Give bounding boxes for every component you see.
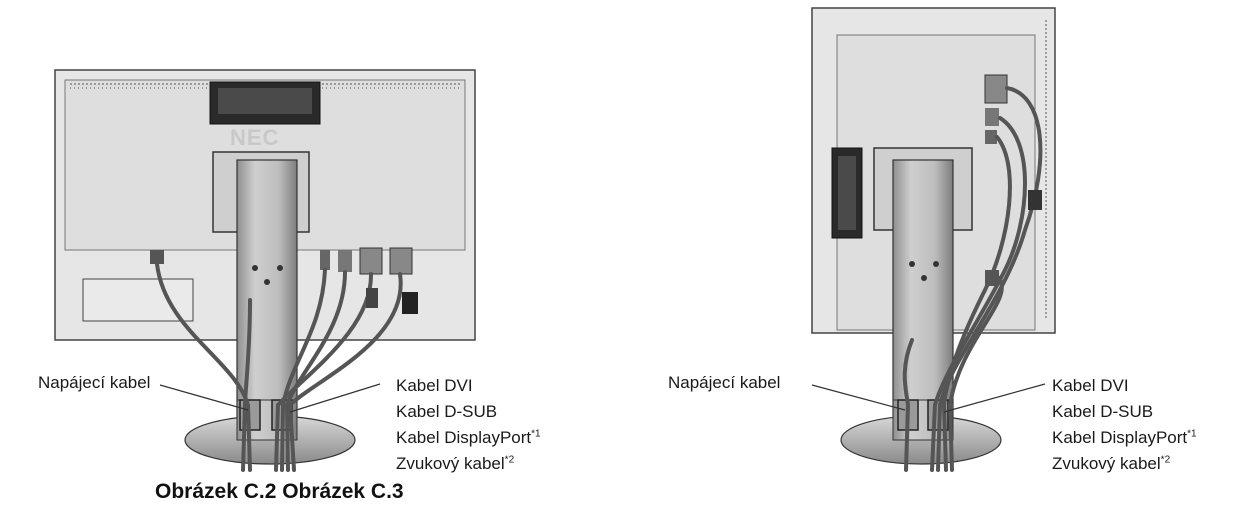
leader-line-power: [160, 385, 248, 410]
figure-c3-drawing: [812, 8, 1055, 470]
cable-label-left-dvi: Kabel DVI: [396, 374, 473, 398]
cable-label-left-dsub: Kabel D-SUB: [396, 400, 497, 424]
cable-label-left-displayport: Kabel DisplayPort*1: [396, 426, 541, 450]
nec-logo: NEC: [230, 126, 279, 150]
cable-label-right-dsub: Kabel D-SUB: [1052, 400, 1153, 424]
cable-label-left-audio: Zvukový kabel*2: [396, 452, 514, 476]
cable-label-right-displayport: Kabel DisplayPort*1: [1052, 426, 1197, 450]
leader-line-signal: [290, 384, 380, 412]
power-cable-label-right: Napájecí kabel: [668, 371, 780, 395]
figure-caption: Obrázek C.2 Obrázek C.3: [155, 480, 404, 504]
leader-line-power: [812, 385, 905, 410]
cable-label-right-audio: Zvukový kabel*2: [1052, 452, 1170, 476]
cable-label-right-dvi: Kabel DVI: [1052, 374, 1129, 398]
leader-line-signal: [944, 384, 1045, 412]
power-cable-label-left: Napájecí kabel: [38, 371, 150, 395]
